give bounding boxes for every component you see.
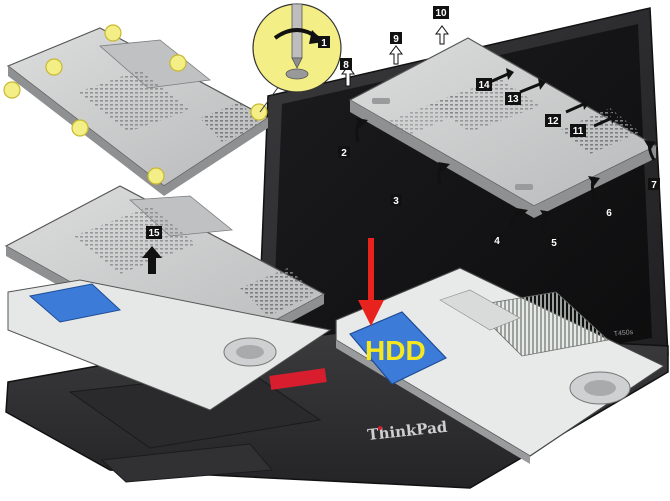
bottom-cover-removed (4, 185, 332, 411)
hdd-bay-left (28, 283, 122, 323)
bottom-cover-screws (3, 24, 283, 196)
screw-icon (147, 167, 165, 185)
trackpoint-buttons (269, 368, 327, 390)
step-label-2: 2 (341, 148, 347, 159)
step-box-10 (433, 6, 449, 19)
lift-arrow-icon (389, 45, 403, 65)
step-box-3 (390, 194, 402, 206)
step-label-5: 5 (551, 238, 557, 249)
step-box-11 (570, 124, 586, 137)
step-box-4 (491, 234, 503, 246)
step-box-1 (318, 36, 330, 48)
step-box-7 (648, 178, 660, 190)
step-label-1: 1 (321, 38, 327, 49)
ram-module (471, 291, 609, 357)
slide-arrows (489, 72, 613, 128)
step-box-13 (505, 92, 521, 105)
step-box-14 (476, 78, 492, 91)
screw-icon (104, 24, 122, 42)
step-box-2 (338, 146, 350, 158)
step-boxes: 2 3 4 5 6 7 8 9 10 11 12 13 14 15 (146, 6, 660, 249)
screw-highlights (3, 24, 268, 185)
step-label-4: 4 (494, 236, 500, 247)
step-box-5 (548, 236, 560, 248)
step-label-6: 6 (606, 208, 612, 219)
step-label-15: 15 (148, 228, 160, 239)
step-label-9: 9 (393, 34, 399, 45)
internal-view: HDD (335, 267, 666, 464)
model-label: T450s (613, 329, 634, 338)
step-label-12: 12 (547, 116, 559, 127)
lift-arrow-cover (142, 246, 162, 274)
screw-icon (45, 58, 63, 76)
slide-arrow-heads (506, 68, 618, 124)
step-label-11: 11 (573, 126, 584, 137)
hdd-drive (349, 311, 448, 385)
bottom-cover-prying (348, 37, 658, 218)
hdd-label: HDD (365, 335, 426, 366)
step-label-8: 8 (343, 60, 349, 71)
step-label-13: 13 (507, 94, 519, 105)
step-box-15 (146, 226, 162, 239)
lift-arrow-icon (435, 25, 449, 45)
red-down-arrow-icon (358, 238, 384, 326)
step-label-14: 14 (478, 80, 490, 91)
step-box-8 (340, 58, 352, 70)
step-label-3: 3 (393, 196, 399, 207)
step-box-6 (603, 206, 615, 218)
screwdriver-callout: 1 (252, 3, 342, 93)
pry-arrow-heads (356, 118, 656, 220)
step-box-12 (545, 114, 561, 127)
screw-icon (3, 81, 21, 99)
step-label-7: 7 (651, 180, 657, 191)
step-box-9 (390, 32, 402, 44)
screw-icon (169, 54, 187, 72)
screw-icon (71, 119, 89, 137)
brand-dot (378, 426, 382, 430)
step-label-10: 10 (435, 8, 447, 19)
